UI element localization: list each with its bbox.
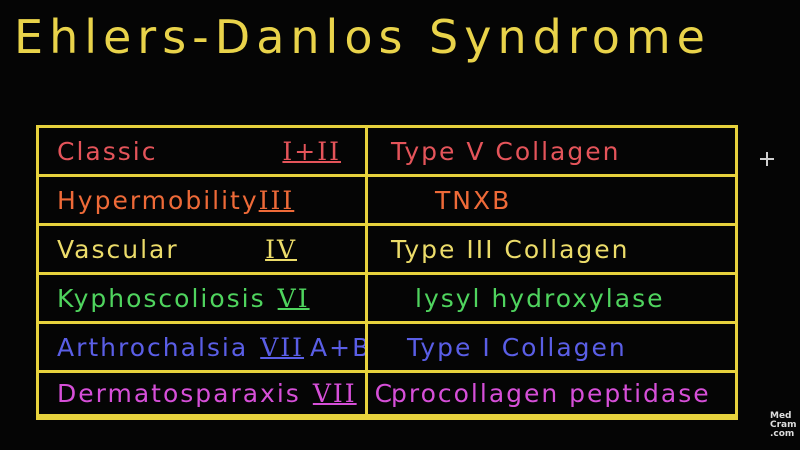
defect-cell: lysyl hydroxylase [415,283,665,313]
watermark-line: Med [770,411,792,421]
table-row: Kyphoscoliosis VI lysyl hydroxylase [39,275,735,324]
watermark-line: .com [770,429,795,439]
table-row: Hypermobility III TNXB [39,177,735,226]
eds-type-numeral: I+II [282,136,341,166]
eds-type-cell: Hypermobility III [57,177,357,223]
defect-cell: TNXB [435,185,512,215]
table-row: Vascular IV Type III Collagen [39,226,735,275]
eds-type-suffix: A+B [310,332,372,362]
eds-type-cell: Dermatosparaxis VII C [57,373,392,414]
table-row: Dermatosparaxis VII C procollagen peptid… [39,373,735,417]
column-divider [365,128,368,417]
eds-type-cell: Vascular IV [57,226,357,272]
eds-type-name: Classic [57,136,158,166]
defect-cell: procollagen peptidase [391,379,711,408]
eds-type-cell: Classic I+II [57,128,357,174]
eds-table: Classic I+II Type V Collagen Hypermobili… [36,125,738,420]
table-row: Arthrochalsia VII A+B Type I Collagen [39,324,735,373]
eds-type-cell: Arthrochalsia VII A+B [57,324,369,370]
crosshair-cursor-icon [760,152,774,166]
eds-type-numeral: IV [265,234,297,264]
page-title: Ehlers-Danlos Syndrome [14,10,711,64]
eds-type-numeral: VI [277,283,310,313]
eds-type-numeral: III [258,185,295,215]
defect-cell: Type V Collagen [391,136,621,166]
eds-type-cell: Kyphoscoliosis VI [57,275,357,321]
eds-type-numeral: VII [260,332,305,362]
eds-type-name: Kyphoscoliosis [57,283,266,313]
eds-type-name: Hypermobility [57,185,259,215]
eds-type-name: Dermatosparaxis [57,379,301,408]
eds-type-suffix: C [374,379,395,408]
eds-type-numeral: VII [312,379,357,408]
table-row: Classic I+II Type V Collagen [39,128,735,177]
defect-cell: Type I Collagen [407,332,627,362]
eds-type-name: Vascular [57,234,179,264]
watermark-logo: Med Cram .com [770,412,800,439]
eds-type-name: Arthrochalsia [57,332,249,362]
watermark-line: Cram [770,420,797,430]
defect-cell: Type III Collagen [391,234,630,264]
